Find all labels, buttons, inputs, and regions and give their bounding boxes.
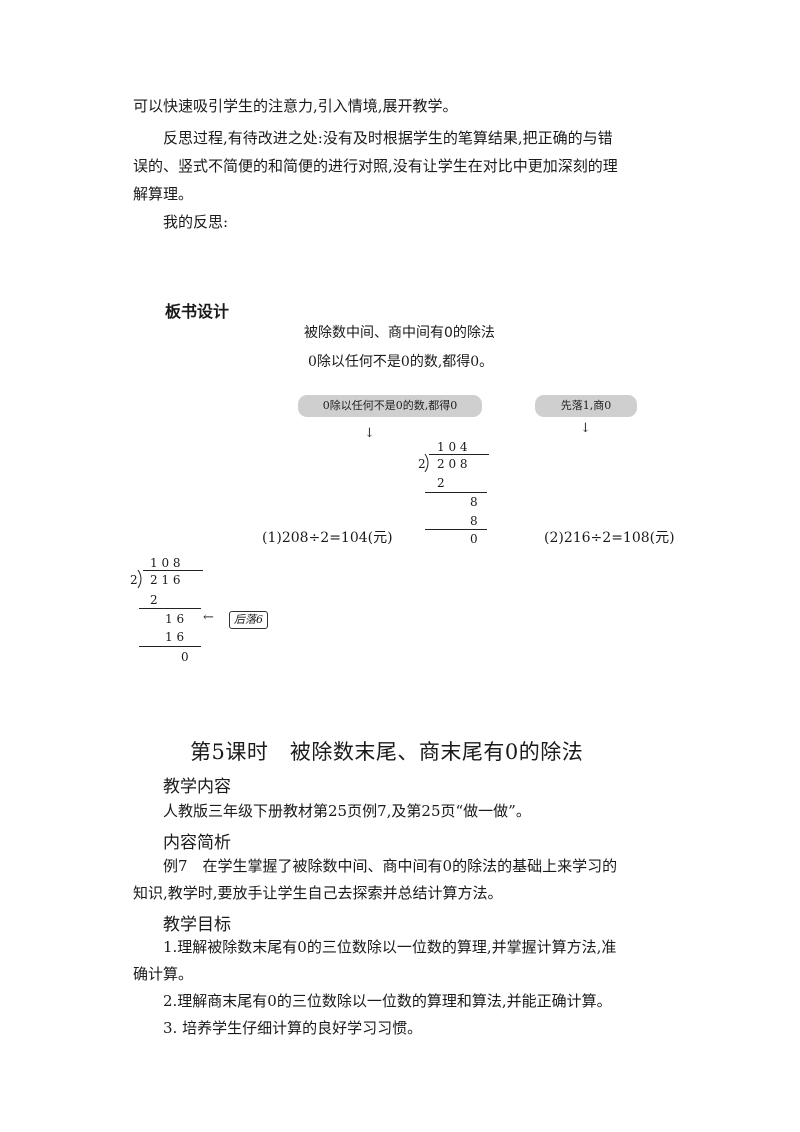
- division-bracket-icon: [424, 453, 429, 473]
- section-heading: 内容简析: [163, 833, 231, 853]
- text-line: 3. 培养学生仔细计算的良好学习习惯。: [163, 1019, 423, 1037]
- step-row: 8: [470, 495, 478, 509]
- division-bar: [429, 454, 489, 455]
- text-line: 误的、竖式不简便的和简便的进行对照,没有让学生在对比中更加深刻的理: [133, 157, 618, 175]
- left-arrow-icon: ←: [203, 610, 214, 625]
- text-line: 知识,教学时,要放手让学生自己去探索并总结计算方法。: [133, 884, 503, 902]
- step-line: [425, 529, 487, 530]
- board-heading: 板书设计: [165, 302, 230, 321]
- step-row: 2: [437, 476, 445, 490]
- text-line: 可以快速吸引学生的注意力,引入情境,展开教学。: [133, 97, 458, 115]
- note-pill-left: 0除以任何不是0的数,都得0: [298, 395, 482, 417]
- equation-2: (2)216÷2=108(元): [544, 530, 675, 546]
- step-row: 1 6: [165, 630, 185, 644]
- division-bracket-icon: [137, 569, 142, 589]
- dividend: 2 0 8: [437, 457, 468, 471]
- section-heading: 教学内容: [163, 777, 231, 797]
- step-row: 1 6: [165, 612, 185, 626]
- equation-1: (1)208÷2=104(元): [262, 530, 393, 546]
- step-line: [139, 608, 201, 609]
- text-line: 1.理解被除数末尾有0的三位数除以一位数的算理,并掌握计算方法,准: [163, 938, 617, 956]
- annotation-tag: 后落6: [229, 611, 268, 629]
- step-row: 2: [150, 593, 158, 607]
- text-line: 确计算。: [133, 965, 194, 983]
- note-pill-right: 先落1,商0: [535, 395, 637, 417]
- text-line: 例7 在学生掌握了被除数中间、商中间有0的除法的基础上来学习的: [163, 857, 618, 875]
- section-heading: 教学目标: [163, 915, 231, 935]
- lesson-title: 第5课时 被除数末尾、商末尾有0的除法: [190, 740, 584, 764]
- divisor: 2: [130, 573, 138, 587]
- dividend: 2 1 6: [150, 573, 181, 587]
- board-rule: 0除以任何不是0的数,都得0。: [308, 354, 494, 370]
- quotient: 1 0 4: [437, 440, 468, 454]
- down-arrow-icon: ↓: [364, 426, 375, 441]
- step-row: 8: [470, 514, 478, 528]
- remainder: 0: [470, 532, 478, 546]
- quotient: 1 0 8: [150, 556, 181, 570]
- text-line: 反思过程,有待改进之处:没有及时根据学生的笔算结果,把正确的与错: [163, 129, 613, 147]
- step-line: [425, 492, 487, 493]
- text-line: 2.理解商末尾有0的三位数除以一位数的算理和算法,并能正确计算。: [163, 992, 612, 1010]
- text-line: 解算理。: [133, 185, 194, 203]
- text-line: 人教版三年级下册教材第25页例7,及第25页“做一做”。: [163, 802, 531, 820]
- divisor: 2: [418, 457, 426, 471]
- step-line: [139, 646, 201, 647]
- text-line: 我的反思:: [163, 213, 229, 231]
- board-title: 被除数中间、商中间有0的除法: [304, 325, 495, 341]
- remainder: 0: [181, 650, 189, 664]
- division-bar: [143, 570, 203, 571]
- down-arrow-icon: ↓: [580, 421, 591, 436]
